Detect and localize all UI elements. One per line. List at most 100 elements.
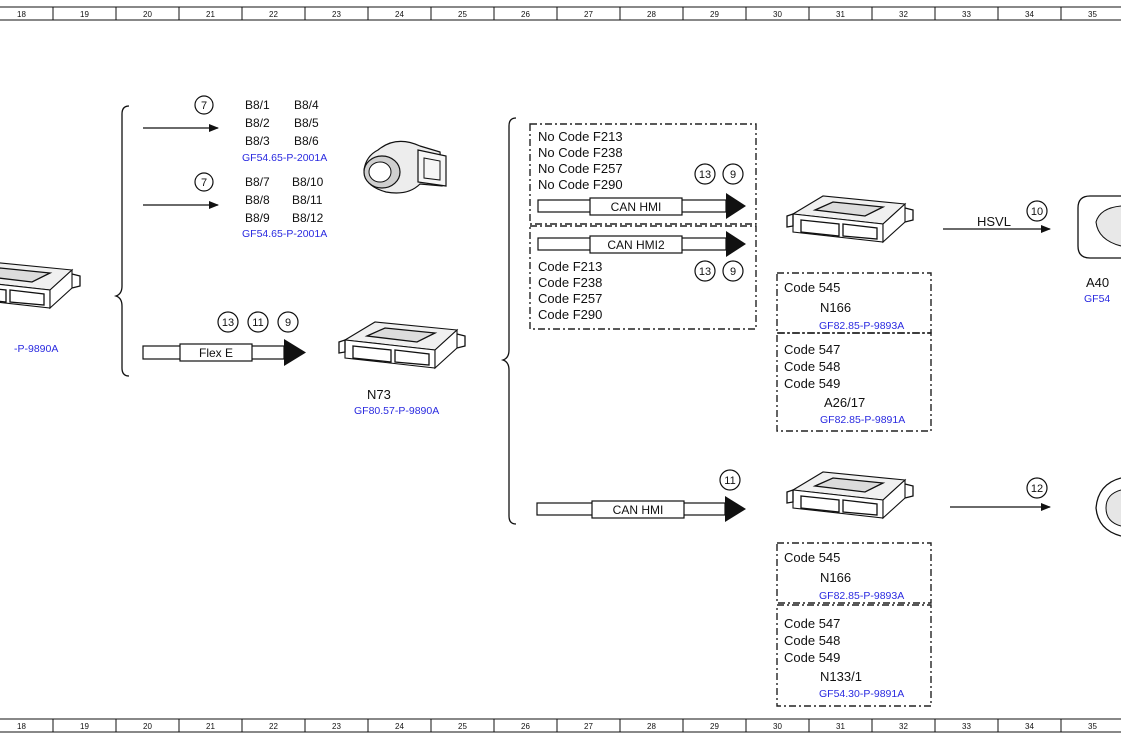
- no-code-box: No Code F213 No Code F238 No Code F257 N…: [529, 123, 757, 225]
- ruler-label: 22: [269, 722, 278, 731]
- left-module-ref: -P-9890A: [14, 343, 58, 355]
- ruler-label: 31: [836, 722, 845, 731]
- ruler-label: 31: [836, 10, 845, 19]
- n166-box-lower: Code 545 N166 GF82.85-P-9893A: [776, 542, 932, 604]
- ruler-label: 30: [773, 722, 782, 731]
- svg-text:No Code F213: No Code F213: [538, 129, 623, 144]
- svg-text:No Code F238: No Code F238: [538, 145, 623, 160]
- svg-text:B8/10: B8/10: [292, 175, 324, 189]
- bottom-can-bus: 11 CAN HMI: [536, 469, 746, 522]
- svg-text:Code 545: Code 545: [784, 550, 840, 565]
- svg-text:Code 549: Code 549: [784, 376, 840, 391]
- ruler-label: 32: [899, 10, 908, 19]
- svg-text:GF54: GF54: [1084, 293, 1110, 305]
- svg-text:Code 547: Code 547: [784, 616, 840, 631]
- svg-text:Code 545: Code 545: [784, 280, 840, 295]
- ruler-label: 35: [1088, 10, 1097, 19]
- svg-text:N166: N166: [820, 570, 851, 585]
- svg-text:HSVL: HSVL: [977, 214, 1011, 229]
- svg-text:No Code F290: No Code F290: [538, 177, 623, 192]
- ruler-label: 24: [395, 10, 404, 19]
- ruler-label: 19: [80, 10, 89, 19]
- svg-text:GF54.65-P-2001A: GF54.65-P-2001A: [242, 152, 327, 164]
- ruler-label: 34: [1025, 10, 1034, 19]
- ruler-label: 27: [584, 722, 593, 731]
- svg-text:B8/6: B8/6: [294, 134, 319, 148]
- svg-text:B8/12: B8/12: [292, 211, 324, 225]
- ruler-label: 27: [584, 10, 593, 19]
- svg-text:7: 7: [201, 177, 207, 189]
- ruler-label: 30: [773, 10, 782, 19]
- ruler-label: 28: [647, 10, 656, 19]
- svg-text:GF82.85-P-9893A: GF82.85-P-9893A: [819, 320, 904, 332]
- n166-box-upper: Code 545 N166 GF82.85-P-9893A: [776, 272, 932, 334]
- svg-text:A40: A40: [1086, 275, 1109, 290]
- head-unit-lower: 12: [786, 471, 1121, 537]
- ruler-label: 29: [710, 10, 719, 19]
- svg-text:13: 13: [222, 317, 234, 329]
- ruler-label: 23: [332, 10, 341, 19]
- ruler-label: 25: [458, 722, 467, 731]
- svg-text:Code 548: Code 548: [784, 633, 840, 648]
- ruler-label: 18: [17, 10, 26, 19]
- svg-text:GF82.85-P-9893A: GF82.85-P-9893A: [819, 590, 904, 602]
- ruler-label: 29: [710, 722, 719, 731]
- ruler-label: 32: [899, 722, 908, 731]
- ruler-label: 23: [332, 722, 341, 731]
- svg-text:N166: N166: [820, 300, 851, 315]
- sensor-group-1: 7 B8/1 B8/4 B8/2 B8/5 B8/3 B8/6 GF54.65-…: [143, 95, 327, 164]
- svg-text:Code 547: Code 547: [784, 342, 840, 357]
- left-brace: [113, 105, 130, 377]
- n133-box: Code 547 Code 548 Code 549 N133/1 GF54.3…: [776, 604, 932, 707]
- svg-text:N73: N73: [367, 387, 391, 402]
- svg-text:9: 9: [285, 317, 291, 329]
- svg-text:Code F213: Code F213: [538, 259, 602, 274]
- svg-text:13: 13: [699, 266, 711, 278]
- svg-text:GF80.57-P-9890A: GF80.57-P-9890A: [354, 405, 439, 417]
- svg-text:Code 549: Code 549: [784, 650, 840, 665]
- svg-text:Flex E: Flex E: [199, 346, 233, 360]
- svg-text:Code F238: Code F238: [538, 275, 602, 290]
- svg-text:Code 548: Code 548: [784, 359, 840, 374]
- svg-text:B8/8: B8/8: [245, 193, 270, 207]
- svg-text:9: 9: [730, 169, 736, 181]
- svg-text:B8/7: B8/7: [245, 175, 270, 189]
- svg-text:No Code F257: No Code F257: [538, 161, 623, 176]
- svg-text:B8/11: B8/11: [292, 193, 323, 207]
- svg-text:7: 7: [201, 100, 207, 112]
- svg-text:CAN HMI2: CAN HMI2: [607, 238, 665, 252]
- svg-text:B8/4: B8/4: [294, 98, 319, 112]
- ruler-label: 22: [269, 10, 278, 19]
- a26-box: Code 547 Code 548 Code 549 A26/17 GF82.8…: [776, 332, 932, 432]
- ruler-label: 18: [17, 722, 26, 731]
- svg-text:Code F257: Code F257: [538, 291, 602, 306]
- svg-text:B8/9: B8/9: [245, 211, 270, 225]
- svg-text:B8/3: B8/3: [245, 134, 270, 148]
- svg-text:CAN HMI: CAN HMI: [611, 200, 662, 214]
- ruler-label: 28: [647, 722, 656, 731]
- ruler-label: 33: [962, 722, 971, 731]
- ruler-label: 21: [206, 722, 215, 731]
- svg-text:11: 11: [724, 475, 735, 487]
- left-control-unit: -P-9890A: [0, 261, 81, 355]
- ruler-label: 25: [458, 10, 467, 19]
- svg-text:GF54.30-P-9891A: GF54.30-P-9891A: [819, 688, 904, 700]
- svg-text:CAN HMI: CAN HMI: [613, 503, 664, 517]
- svg-text:GF82.85-P-9891A: GF82.85-P-9891A: [820, 414, 905, 426]
- svg-text:13: 13: [699, 169, 711, 181]
- n73-control-unit: N73 GF80.57-P-9890A: [338, 321, 466, 417]
- svg-text:B8/1: B8/1: [245, 98, 270, 112]
- ruler-label: 20: [143, 10, 152, 19]
- code-box: CAN HMI2 13 9 Code F213 Code F238 Code F…: [529, 225, 757, 330]
- ruler-label: 34: [1025, 722, 1034, 731]
- svg-text:N133/1: N133/1: [820, 669, 862, 684]
- ruler-label: 24: [395, 722, 404, 731]
- ruler-label: 33: [962, 10, 971, 19]
- svg-text:B8/5: B8/5: [294, 116, 319, 130]
- svg-text:12: 12: [1031, 483, 1043, 495]
- sensor-group-2: 7 B8/7 B8/10 B8/8 B8/11 B8/9 B8/12 GF54.…: [143, 172, 327, 240]
- ruler-label: 19: [80, 722, 89, 731]
